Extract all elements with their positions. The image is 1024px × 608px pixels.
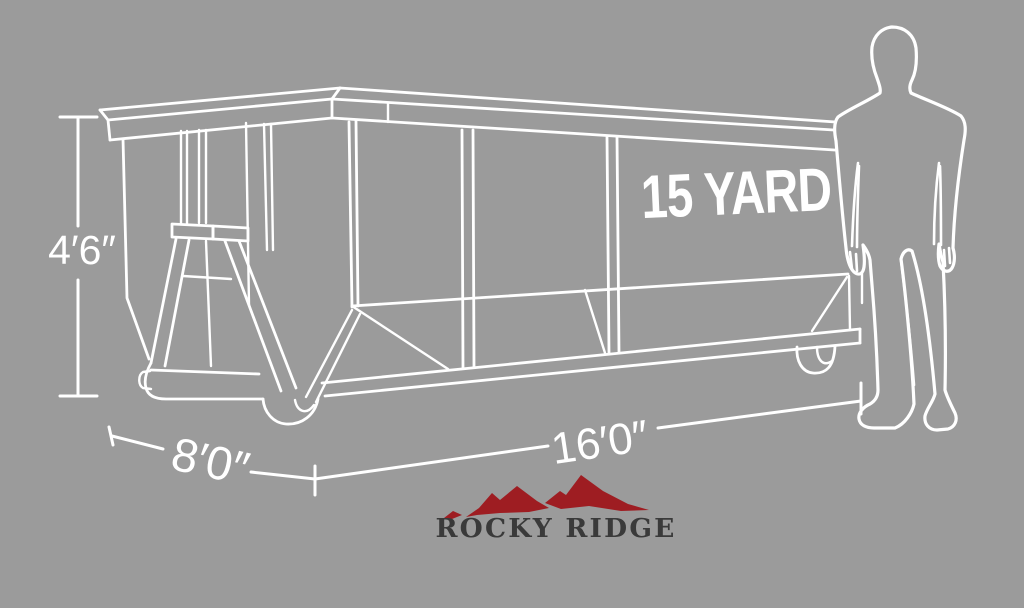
slope-seam-2: [583, 288, 607, 355]
right-end-corner-edge: [847, 274, 852, 332]
roller-wheel-inner: [815, 345, 834, 365]
corner-rib-b: [354, 119, 360, 308]
mid-rib-2b: [615, 135, 621, 354]
rail-top-edge-left: [106, 97, 334, 122]
sled-nose-inner: [293, 398, 316, 413]
person-right-arm-crease-b: [938, 164, 943, 247]
dumpster-underbody: [320, 270, 864, 398]
slope-seam-1: [350, 304, 450, 371]
dumpster-front-end: [121, 121, 275, 361]
rail-top-far-edge-left: [98, 86, 342, 112]
rail-corner-top: [330, 86, 342, 101]
length-line-left: [313, 444, 550, 481]
person-outline: [833, 25, 967, 432]
mountain-ridge-icon: [444, 475, 649, 519]
sled-nose-outer: [261, 397, 320, 426]
person-silhouette: [833, 25, 967, 432]
brand-name: ROCKY RIDGE: [435, 513, 676, 544]
rear-brace-outer: [304, 308, 354, 399]
aframe-right-leg-outer: [237, 239, 298, 390]
corner-rib-a: [347, 120, 354, 309]
rear-brace-inner: [314, 312, 362, 404]
aframe-left-leg-outer: [149, 237, 178, 365]
rail-end-cap: [98, 108, 112, 142]
bottom-rail-bottom: [323, 341, 862, 398]
end-wall-left-edge: [121, 137, 151, 361]
end-wall-rib-1: [244, 121, 251, 307]
height-dimension: 4′6″: [48, 115, 116, 398]
slope-seam-right-end: [810, 275, 849, 333]
person-left-hand-fingers: [848, 250, 859, 273]
end-wall-rib-3: [269, 122, 275, 252]
height-dimension-label: 4′6″: [48, 227, 116, 273]
rail-bottom-edge-near: [330, 116, 852, 153]
length-dimension: 16′0″: [313, 381, 863, 481]
person-left-arm-crease-a: [850, 161, 860, 248]
mountain-left-ridge-shape: [466, 486, 549, 517]
width-line-right: [249, 470, 317, 481]
end-wall-rib-2: [262, 122, 269, 252]
aframe-right-leg-inner: [223, 239, 283, 393]
mid-rib-1a: [460, 128, 465, 370]
container-size-label: 15 YARD: [640, 154, 833, 231]
side-wall-ribs: [347, 119, 621, 370]
aframe-left-leg-inner: [163, 238, 191, 368]
hook-assembly: [138, 128, 362, 426]
length-line-right: [656, 399, 863, 430]
mountain-foothill-shape: [444, 511, 462, 519]
rocky-ridge-logo: ROCKY RIDGE: [435, 475, 676, 544]
sled-runner-top: [149, 368, 261, 376]
sled-runner-tab: [138, 369, 153, 391]
width-line-left: [110, 434, 165, 451]
hook-bar-right: [211, 224, 250, 243]
mid-rib-2a: [605, 135, 611, 355]
side-wall-bottom-edge: [350, 272, 850, 308]
person-right-hand-fingers: [942, 246, 952, 268]
rail-top-edge-near: [330, 97, 852, 133]
person-right-arm-crease-a: [932, 161, 941, 246]
bottom-rail-top: [320, 327, 862, 385]
aframe-center-post: [204, 239, 213, 368]
mid-rib-1b: [471, 128, 476, 369]
person-left-leg-crease: [899, 258, 916, 387]
rail-top-far-edge-near: [338, 86, 852, 125]
mountain-main-peak-shape: [545, 475, 649, 511]
dumpster-illustration: 15 YARD: [98, 86, 864, 426]
person-left-arm-crease-b: [855, 164, 861, 249]
rail-bottom-edge-left: [108, 116, 334, 142]
dumpster-top-rail: [98, 86, 852, 153]
